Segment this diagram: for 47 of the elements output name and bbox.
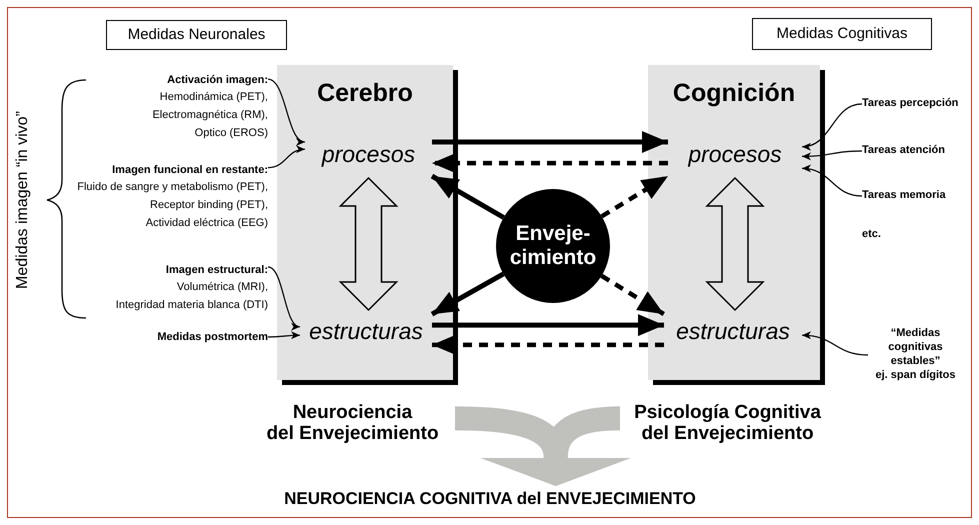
arrow: [432, 131, 668, 153]
note-label: etc.: [862, 227, 881, 242]
note-text: Hemodinámica (PET), Electromagnética (RM), Optico (EROS): [152, 90, 268, 141]
note-heading: Medidas postmortem: [157, 330, 268, 345]
panel: [648, 65, 820, 380]
section-heading: Medidas Cognitivas: [752, 18, 932, 50]
axis-label: Medidas imagen “in vivo”: [13, 110, 32, 291]
leader-arrow: [268, 146, 306, 168]
note-text: Fluido de sangre y metabolismo (PET), Receptor binding (PET), Actividad eléctrica (EEG): [77, 180, 268, 231]
circle-label: Enveje- cimiento: [510, 222, 596, 270]
leader-arrow: [802, 103, 862, 150]
dashed-arrow: [600, 174, 670, 218]
task-label: Tareas atención: [862, 143, 945, 158]
double-arrow: [705, 176, 765, 312]
panel-title: Cerebro: [316, 81, 414, 106]
conclusion-title: NEUROCIENCIA COGNITIVA del ENVEJECIMIENTO: [284, 488, 696, 510]
panel: [277, 65, 453, 380]
dashed-arrow: [432, 152, 668, 174]
dashed-arrow: [432, 334, 664, 356]
leader-arrow: [268, 331, 300, 340]
quote-label: “Medidas cognitivas estables”: [888, 326, 943, 368]
task-label: Tareas memoria: [862, 188, 946, 203]
arrow: [430, 174, 505, 220]
field-title: Psicología Cognitiva del Envejecimiento: [634, 402, 821, 444]
leader-arrow: [802, 332, 868, 356]
term-label: estructuras: [676, 320, 790, 342]
field-title: Neurociencia del Envejecimiento: [266, 402, 439, 444]
arrow: [432, 314, 664, 336]
arrow: [430, 272, 505, 316]
panel-title: Cognición: [672, 81, 796, 106]
double-arrow: [338, 176, 398, 312]
leader-arrow: [268, 78, 306, 144]
merge-arrow: [480, 406, 631, 486]
note-text: Volumétrica (MRI), Integridad materia blanca (DTI): [116, 280, 268, 313]
term-label: procesos: [322, 142, 416, 166]
task-label: Tareas percepción: [862, 96, 958, 111]
dashed-arrow: [600, 274, 666, 316]
note-heading: Imagen estructural:: [166, 263, 268, 278]
example-label: ej. span dígitos: [875, 368, 956, 382]
leader-arrow: [268, 266, 300, 328]
note-heading: Activación imagen:: [167, 73, 268, 88]
leader-arrow: [802, 165, 862, 197]
term-label: procesos: [688, 142, 782, 166]
leader-arrow: [802, 150, 862, 160]
section-heading: Medidas Neuronales: [106, 20, 287, 50]
note-heading: Imagen funcional en restante:: [112, 163, 268, 178]
term-label: estructuras: [309, 320, 423, 342]
